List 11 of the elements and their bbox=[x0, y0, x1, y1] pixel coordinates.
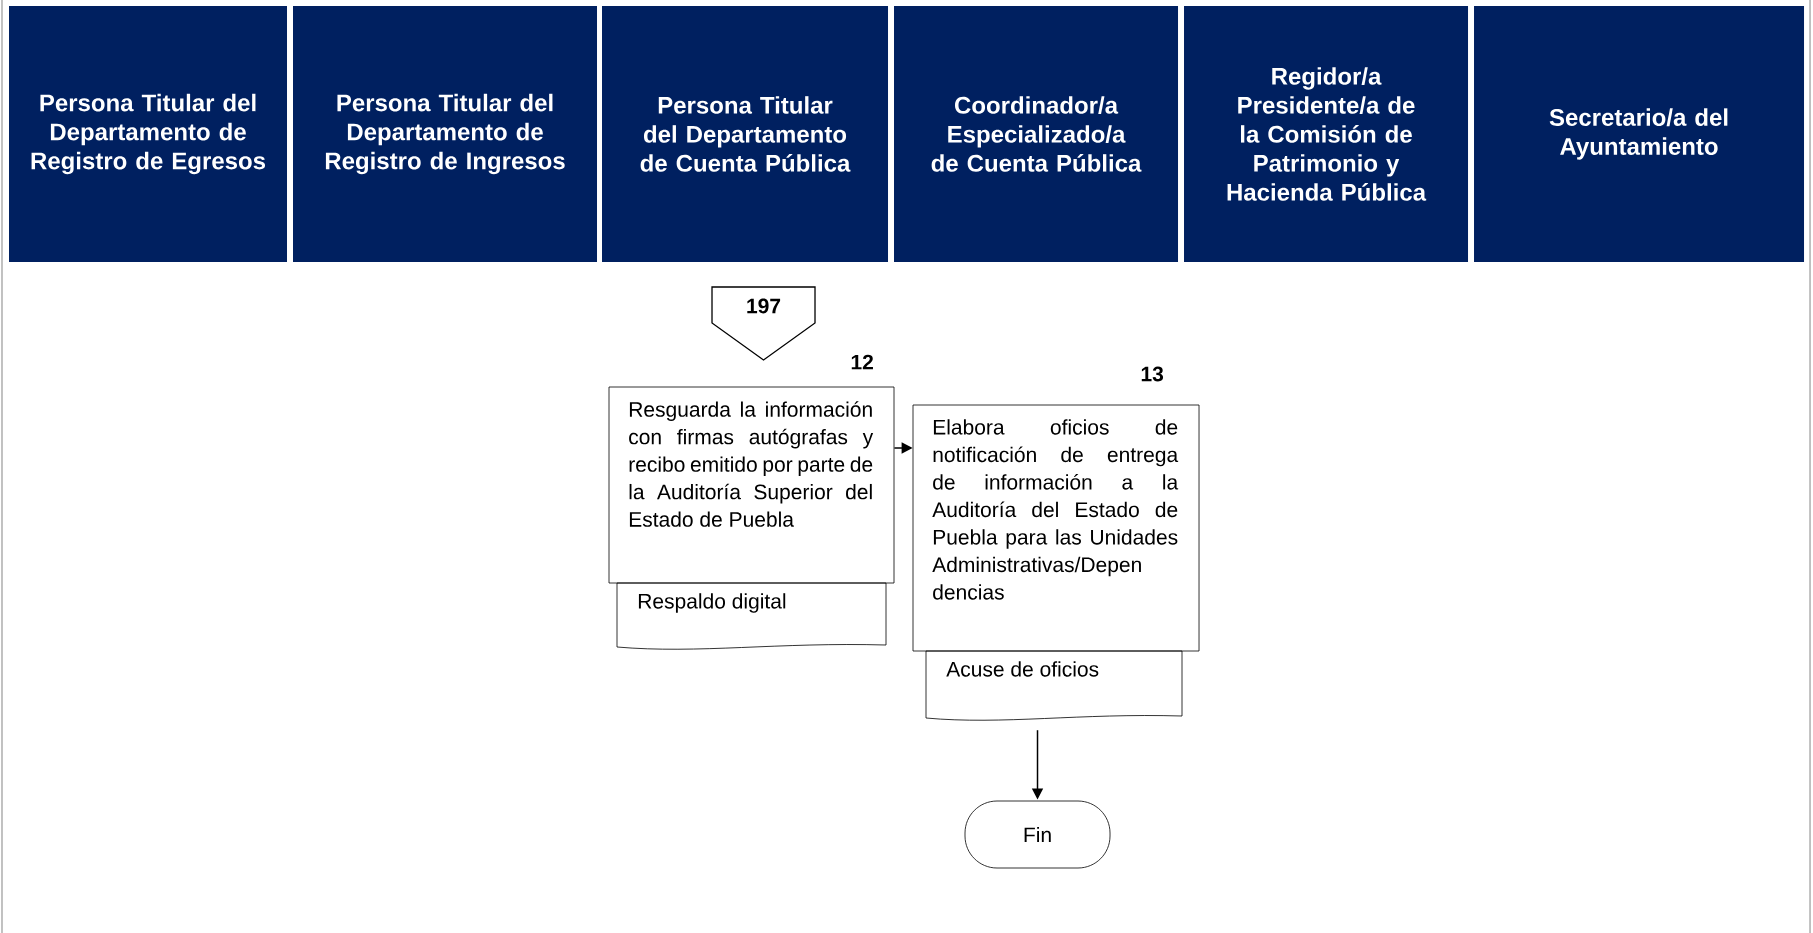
process-box: Elabora oficios de notificación de entrega de información a la Auditoría del Estado de Puebla para las Unidades Administrativas/Depen dencias bbox=[912, 404, 1200, 652]
step-number: 13 bbox=[1141, 366, 1164, 382]
column-header: Coordinador/a Especializado/a de Cuenta Pública bbox=[894, 6, 1178, 262]
column-header: Persona Titular del Departamento de Cuenta Pública bbox=[602, 6, 888, 262]
column-header: Regidor/a Presidente/a de la Comisión de Patrimonio y Hacienda Pública bbox=[1184, 6, 1468, 262]
process-box: Resguarda la información con firmas autógrafas y recibo emitido por parte de la Auditoría Superior del Estado de Puebla bbox=[608, 386, 895, 584]
off-page-connector: 197 bbox=[711, 286, 816, 361]
column-header: Persona Titular del Departamento de Registro de Egresos bbox=[9, 6, 287, 262]
column-header: Secretario/a del Ayuntamiento bbox=[1474, 6, 1804, 262]
column-header: Persona Titular del Departamento de Registro de Ingresos bbox=[293, 6, 597, 262]
step-number: 12 bbox=[851, 354, 873, 370]
